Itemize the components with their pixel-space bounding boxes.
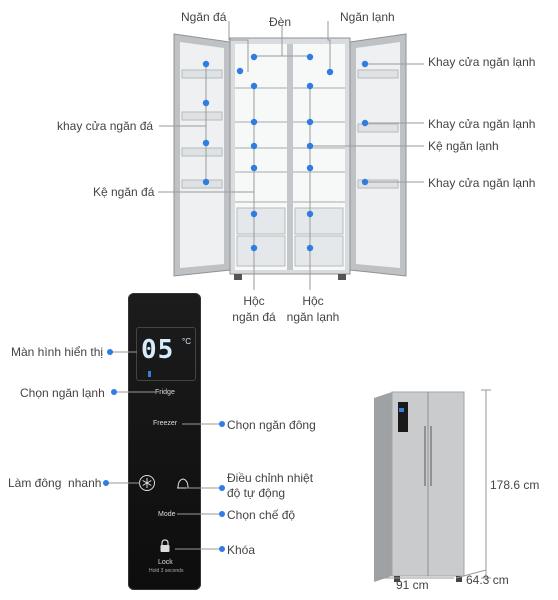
display-screen (136, 327, 196, 381)
display-indicator (148, 371, 151, 377)
dimension-depth: 64.3 cm (466, 573, 509, 587)
label-hoc-ngan-lanh: Hộc ngăn lạnh (280, 294, 346, 324)
freezer-button[interactable]: Freezer (153, 420, 178, 427)
label-dieu-chinh-line2: độ tự động (227, 486, 286, 500)
label-hoc-ngan-da-line1: Hộc (243, 294, 265, 308)
label-chon-che-do: Chọn chế độ (227, 508, 296, 522)
label-chon-ngan-dong: Chọn ngăn đông (227, 418, 316, 432)
label-khoa: Khóa (227, 543, 256, 557)
lock-hint: Hold 3 seconds (149, 568, 184, 574)
mode-button[interactable]: Mode (158, 511, 176, 518)
label-khay-cua-ngan-lanh-3: Khay cửa ngăn lạnh (428, 176, 536, 190)
fridge-button[interactable]: Fridge (155, 389, 175, 396)
label-man-hinh: Màn hình hiển thị (11, 345, 104, 359)
label-hoc-ngan-lanh-line1: Hộc (302, 294, 324, 308)
label-dieu-chinh-line1: Điều chỉnh nhiệt (227, 471, 314, 485)
label-khay-cua-ngan-lanh-2: Khay cửa ngăn lạnh (428, 117, 536, 131)
label-hoc-ngan-da: Hộc ngăn đá (225, 294, 283, 324)
label-khay-cua-ngan-lanh-1: Khay cửa ngăn lạnh (428, 55, 536, 69)
snowflake-icon[interactable] (138, 474, 156, 492)
label-hoc-ngan-da-line2: ngăn đá (232, 310, 276, 324)
label-ngan-da: Ngăn đá (181, 10, 227, 24)
label-lam-dong-nhanh: Làm đông nhanh (8, 476, 102, 490)
dimension-width: 91 cm (396, 578, 429, 592)
label-hoc-ngan-lanh-line2: ngăn lạnh (286, 310, 340, 324)
control-panel: 05 °C Fridge Freezer Mode Lock Hold 3 se… (128, 293, 201, 590)
label-ke-ngan-da: Kệ ngăn đá (93, 185, 155, 199)
label-den: Đèn (269, 15, 292, 29)
open-fridge-illustration (173, 33, 407, 280)
dimension-height: 178.6 cm (490, 478, 540, 492)
label-dieu-chinh: Điều chỉnh nhiệt độ tự động (227, 471, 313, 500)
label-khay-cua-ngan-da: khay cửa ngăn đá (57, 119, 154, 133)
temperature-readout: 05 (141, 335, 175, 365)
label-ke-ngan-lanh: Kệ ngăn lạnh (428, 139, 499, 153)
label-ngan-lanh: Ngăn lạnh (340, 10, 395, 24)
label-chon-ngan-lanh: Chọn ngăn lạnh (20, 386, 105, 400)
closed-fridge-illustration (374, 391, 465, 582)
temperature-unit: °C (182, 337, 191, 346)
lock-button-label: Lock (158, 559, 173, 566)
lock-icon[interactable] (157, 538, 173, 554)
